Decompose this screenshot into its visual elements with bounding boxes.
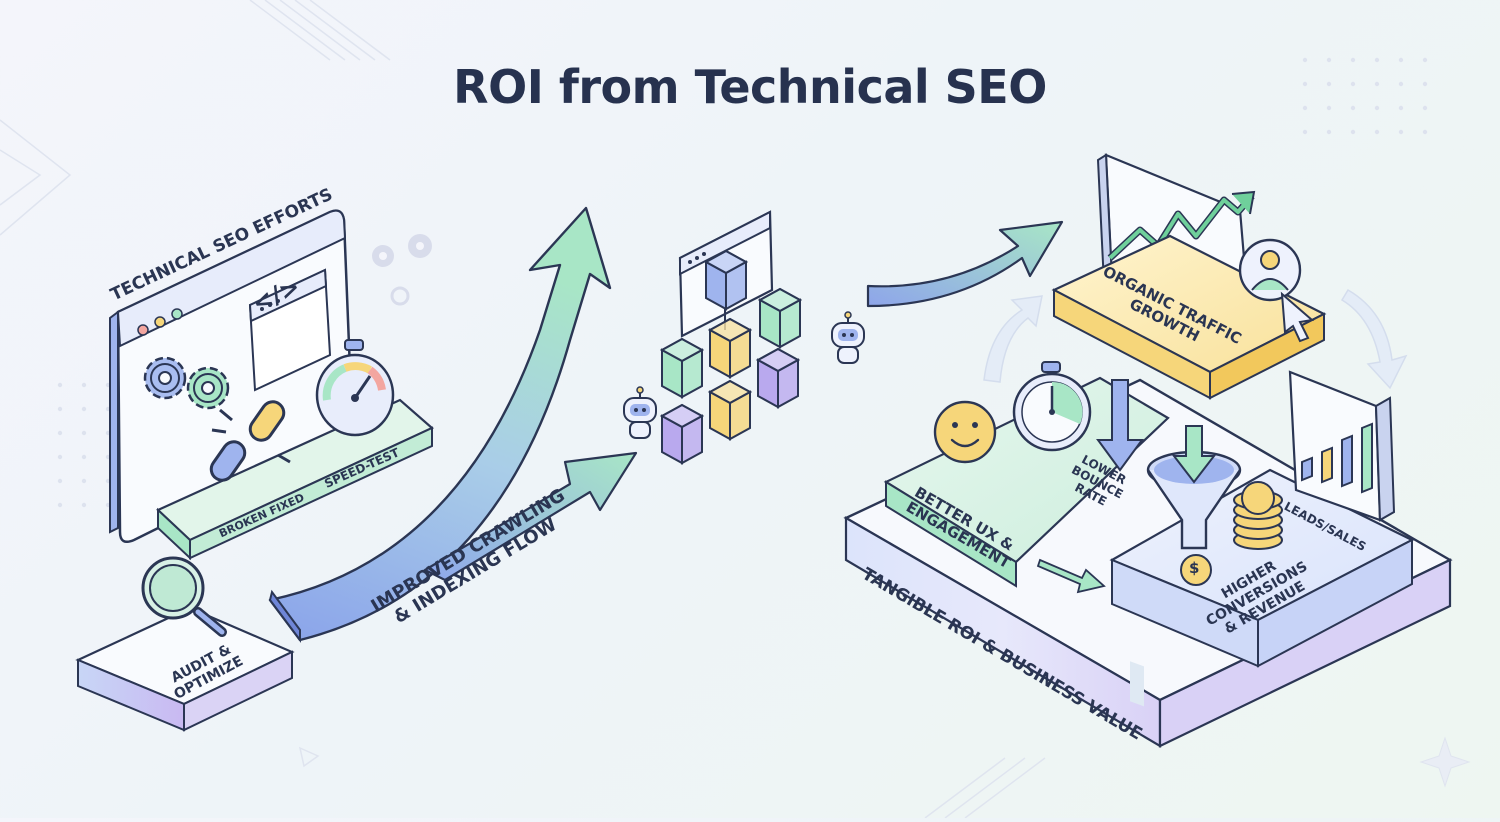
funnel-icon: [1146, 425, 1242, 550]
gear-icon: [143, 356, 187, 400]
smiley-icon: [933, 400, 997, 464]
cursor-icon: [1280, 291, 1315, 343]
crawl-cube-cluster: [659, 249, 803, 465]
crawl-cube: [707, 317, 753, 379]
robot-icon-left: [623, 386, 657, 439]
window-dot-yellow: [154, 316, 166, 328]
crawl-cube: [659, 337, 705, 399]
background-decorations: [0, 0, 1046, 819]
sparkle-icon: [1419, 736, 1471, 788]
page-title: ROI from Technical SEO: [453, 60, 1047, 114]
window-dot-red: [137, 324, 149, 336]
organic-traffic-slab: [1051, 234, 1327, 400]
technical-seo-window: [109, 209, 434, 561]
hatch-decoration-top: [249, 0, 391, 61]
crawler-bot-icons: [623, 311, 865, 439]
crawl-cube-top: [703, 249, 749, 311]
user-avatar-icon: [1238, 238, 1302, 302]
crawl-arrow: [423, 451, 638, 582]
coin-stack-icon: [1233, 481, 1283, 550]
cycle-arrow-left: [983, 295, 1043, 383]
right-arrow-icon: [1036, 558, 1106, 594]
traffic-arrow: [866, 220, 1064, 308]
dollar-sign: $: [1189, 559, 1200, 577]
cycle-arrow-right: [1340, 288, 1408, 390]
leads-sales-bars: [1301, 422, 1373, 494]
leads-sales-chart-board: [1288, 370, 1396, 522]
triangle-decoration: [298, 746, 320, 768]
gear-icon-secondary: [186, 366, 230, 410]
down-arrow-icon: [1096, 379, 1144, 472]
crawl-cube: [757, 287, 803, 349]
crawl-cube: [659, 403, 705, 465]
chevron-decoration-left: [0, 119, 72, 236]
robot-icon-right: [831, 311, 865, 364]
code-window-icon: [248, 268, 332, 392]
dollar-coin-icon: [1180, 554, 1212, 586]
big-growth-arrow: [268, 206, 612, 643]
audit-optimize-slab: [75, 606, 295, 732]
magnifier-icon: [141, 556, 227, 637]
chain-link-icon: [209, 400, 291, 482]
speed-test-gauge-icon: [315, 339, 395, 437]
hatch-decoration-bottom: [924, 757, 1046, 819]
window-dot-green: [171, 308, 183, 320]
floating-gear-icons: [372, 234, 432, 306]
stopwatch-icon: [1012, 361, 1092, 452]
crawl-cube: [755, 347, 801, 409]
crawl-cube: [707, 379, 753, 441]
